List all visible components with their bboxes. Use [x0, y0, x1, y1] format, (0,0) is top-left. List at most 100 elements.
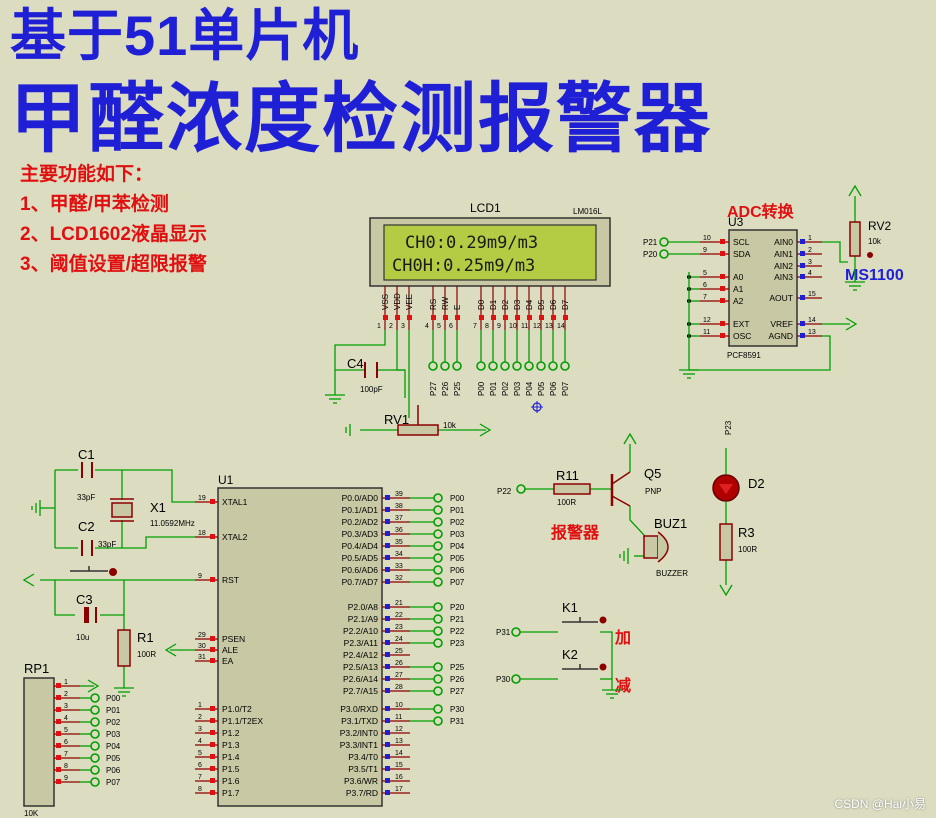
mcu-net-label: P21: [450, 615, 465, 624]
lcd-model: LM016L: [573, 207, 602, 216]
adc-pin-number: 15: [808, 291, 816, 298]
mcu-pin-marker: [385, 706, 390, 711]
mcu-pin-number: 12: [395, 726, 403, 733]
mcu-pin-label: P2.2/A10: [343, 626, 378, 636]
mcu-pin-marker: [385, 495, 390, 500]
adc-pin-number: 7: [703, 294, 707, 301]
lcd-pin-label: D7: [561, 299, 570, 310]
adc-pin-number: 12: [703, 317, 711, 324]
mcu-pin-marker: [210, 534, 215, 539]
net-terminal: [428, 361, 438, 371]
lcd-pin-number: 9: [497, 323, 501, 330]
mcu-pin-label: P3.0/RXD: [340, 704, 378, 714]
adc-pin-label: SDA: [733, 249, 751, 259]
svg-text:10k: 10k: [868, 237, 882, 246]
mcu-pin-number: 33: [395, 563, 403, 570]
lcd-pin-marker: [491, 315, 496, 320]
lcd-ref: LCD1: [470, 201, 501, 215]
rp1-net-label: P00: [106, 694, 121, 703]
mcu-pin-number: 36: [395, 527, 403, 534]
r1-resistor[interactable]: R1 100R: [117, 629, 156, 667]
mcu-pin-number: 13: [395, 738, 403, 745]
mcu-pin-number: 11: [395, 714, 402, 721]
mcu-pin-label: P0.1/AD1: [342, 505, 379, 515]
net-terminal: [433, 674, 443, 684]
svg-text:33pF: 33pF: [98, 540, 116, 549]
mcu-pin-number: 9: [198, 573, 202, 580]
mcu-pin-label: P3.5/T1: [348, 764, 378, 774]
c4-capacitor[interactable]: C4 100pF: [347, 356, 383, 394]
net-terminal: [452, 361, 462, 371]
mcu-pin-marker: [385, 604, 390, 609]
svg-text:100R: 100R: [137, 650, 156, 659]
c1-capacitor[interactable]: C1 33pF: [77, 447, 95, 502]
mcu-pin-label: P1.3: [222, 740, 240, 750]
adc-pin-label: OSC: [733, 331, 751, 341]
lcd-wiring: [325, 330, 492, 437]
r11-resistor[interactable]: R11 100R: [553, 468, 591, 507]
mcu-pin-label: P0.0/AD0: [342, 493, 379, 503]
mcu-pin-label: P0.2/AD2: [342, 517, 379, 527]
mcu-net-label: P20: [450, 603, 465, 612]
net-terminal: [433, 704, 443, 714]
svg-text:D2: D2: [748, 476, 765, 491]
mcu-pin-label: XTAL2: [222, 532, 248, 542]
svg-text:R11: R11: [556, 468, 579, 483]
c2-capacitor[interactable]: C2 33pF: [78, 519, 116, 556]
rp1-pin-number: 4: [64, 715, 68, 722]
mcu-pin-label: PSEN: [222, 634, 245, 644]
lcd-pin-label: D0: [477, 299, 486, 310]
mcu-pin-marker: [385, 531, 390, 536]
net-terminal: [90, 753, 100, 763]
net-terminal: [440, 361, 450, 371]
title-line1: 基于51单片机: [10, 4, 360, 67]
mcu-pin-marker: [210, 706, 215, 711]
lcd-pin-number: 10: [509, 323, 517, 330]
svg-text:PCF8591: PCF8591: [727, 351, 761, 360]
svg-text:C3: C3: [76, 592, 93, 607]
k1-button[interactable]: K1 P31: [496, 600, 607, 637]
mcu-pin-number: 22: [395, 612, 403, 619]
k2-button[interactable]: K2 P30: [496, 647, 607, 684]
sensor-label: MS1100: [845, 267, 904, 284]
rv1-potentiometer[interactable]: RV1 10k: [384, 405, 457, 436]
lcd-pin-label: D5: [537, 299, 546, 310]
adc-pin-number: 5: [703, 270, 707, 277]
adc-pin-label: A2: [733, 296, 744, 306]
rv2-sensor[interactable]: RV2 10k: [849, 219, 891, 258]
mcu-pin-marker: [210, 754, 215, 759]
rp1-pin-number: 9: [64, 775, 68, 782]
adc-chip[interactable]: U3 PCF8591: [727, 215, 798, 360]
c3-capacitor[interactable]: C3 10u: [76, 592, 97, 642]
mcu-pin-number: 23: [395, 624, 403, 631]
svg-text:RV2: RV2: [868, 219, 891, 233]
mcu-net-label: P06: [450, 566, 465, 575]
svg-text:X1: X1: [150, 500, 166, 515]
x1-crystal[interactable]: X1 11.0592MHz: [110, 498, 195, 528]
mcu-chip[interactable]: U1: [217, 473, 383, 807]
mcu-net-label: P02: [450, 518, 465, 527]
mcu-pin-number: 25: [395, 648, 403, 655]
lcd-module[interactable]: CH0:0.29m9/m3 CH0H:0.25m9/m3 LCD1 LM016L: [369, 201, 611, 287]
q5-transistor[interactable]: Q5 PNP: [610, 466, 661, 507]
mcu-pin-label: P1.1/T2EX: [222, 716, 263, 726]
reset-button[interactable]: [70, 566, 117, 576]
svg-text:100pF: 100pF: [360, 385, 383, 394]
key-plus-label: 加: [615, 630, 632, 647]
adc-pin-label: AIN3: [774, 272, 793, 282]
r3-resistor[interactable]: R3 100R: [719, 523, 757, 561]
mcu-net-label: P00: [450, 494, 465, 503]
lcd-pin-number: 14: [557, 323, 565, 330]
rp1-resistor-pack[interactable]: RP1 10K: [23, 661, 55, 818]
adc-pin-label: AOUT: [769, 293, 793, 303]
mcu-pin-number: 24: [395, 636, 403, 643]
svg-text:C1: C1: [78, 447, 95, 462]
rp1-pin-marker: [56, 779, 61, 784]
d2-led[interactable]: D2: [712, 474, 765, 502]
mcu-pin-label: EA: [222, 656, 234, 666]
led-wiring: [719, 448, 733, 597]
mcu-pin-label: P3.3/INT1: [340, 740, 379, 750]
buzzer[interactable]: BUZ1 BUZZER: [643, 516, 688, 578]
mcu-pin-label: P1.2: [222, 728, 240, 738]
